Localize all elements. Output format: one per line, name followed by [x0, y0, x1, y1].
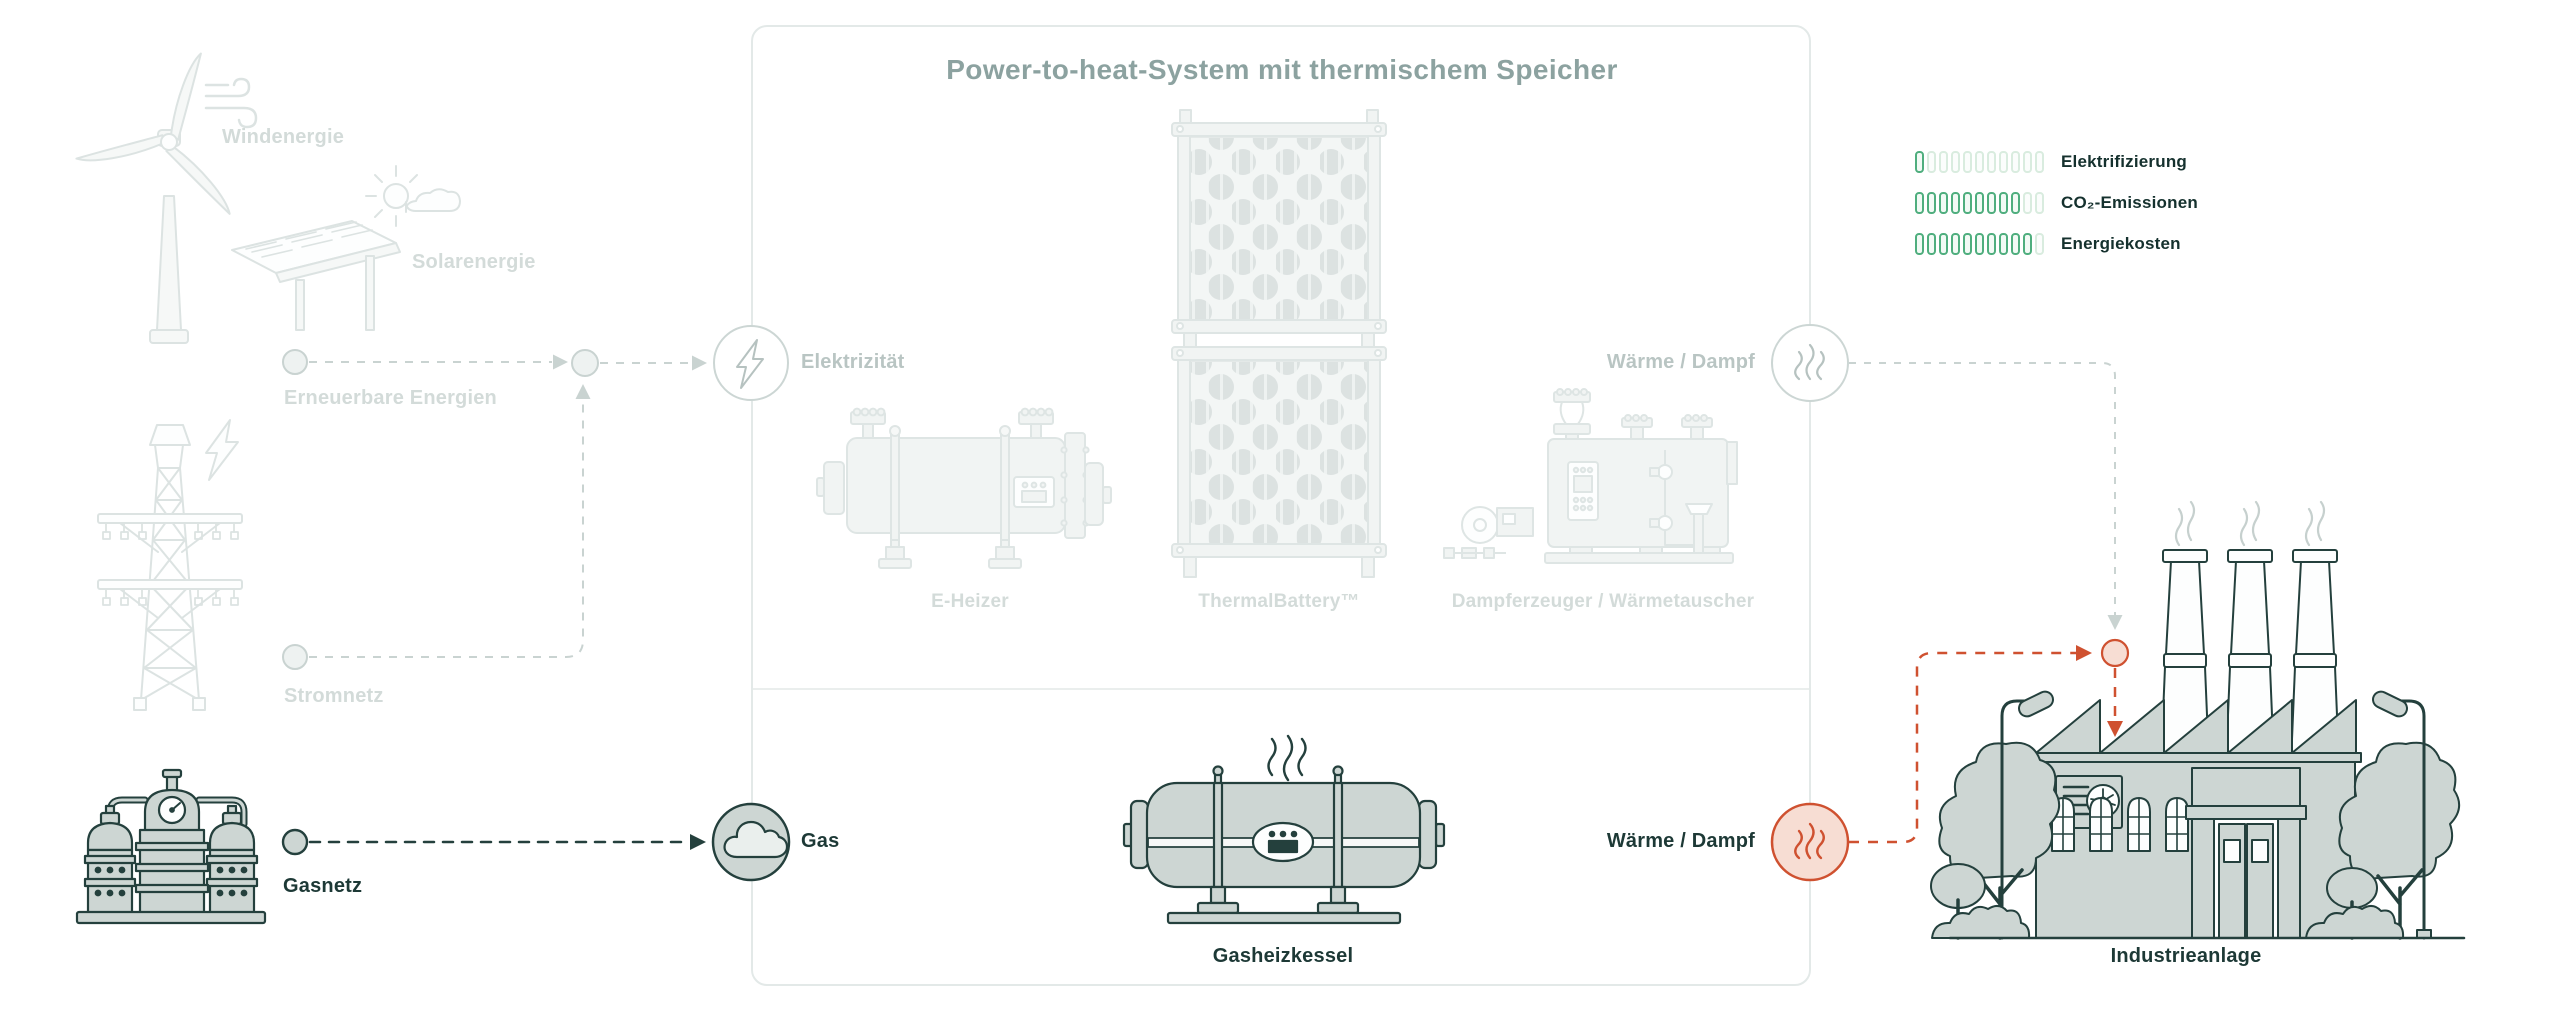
legend-bar-segment: [1975, 233, 1984, 255]
steam-generator-label: Dampferzeuger / Wärmetauscher: [1451, 591, 1755, 612]
legend-bar-segment: [1915, 233, 1924, 255]
junction-node: [571, 349, 599, 377]
legend-bar-segment: [2035, 233, 2044, 255]
legend-bar-segment: [1963, 233, 1972, 255]
legend-bar-segment: [2011, 151, 2020, 173]
legend-bar-segment: [1915, 192, 1924, 214]
heat-icon-top: [1771, 324, 1849, 402]
lightning-icon: [205, 419, 239, 481]
gas-network-illustration: [75, 768, 267, 925]
legend-bar-segment: [2035, 151, 2044, 173]
heat-label-bottom: Wärme / Dampf: [1606, 830, 1755, 852]
legend-bar-segment: [2023, 233, 2032, 255]
legend-bar-segment: [1999, 192, 2008, 214]
legend-bar-segment: [1987, 192, 1996, 214]
gas-flow-arrow: [690, 834, 706, 850]
legend-bar-segment: [1951, 192, 1960, 214]
diagram-title: Power-to-heat-System mit thermischem Spe…: [946, 54, 1618, 85]
legend-bar-segment: [1951, 233, 1960, 255]
eheater-illustration: [816, 407, 1112, 569]
legend-bar-segment: [1963, 192, 1972, 214]
renewables-node: [282, 349, 308, 375]
legend-bar-segment: [1975, 192, 1984, 214]
legend-bar-segment: [1987, 151, 1996, 173]
inactive-flow-nodes: [282, 349, 599, 670]
steam-generator-illustration: [1443, 388, 1738, 564]
legend-bar-segment: [1927, 233, 1936, 255]
legend-row: Elektrifizierung: [1915, 151, 2198, 173]
power-tower-illustration: [97, 424, 243, 711]
sun-cloud-icon: [365, 165, 461, 227]
tree-icon: [2326, 741, 2461, 940]
legend-label: CO₂-Emissionen: [2061, 193, 2198, 212]
grid-node: [282, 644, 308, 670]
gas-network-node: [281, 828, 309, 856]
legend-bar-segment: [2011, 233, 2020, 255]
wind-icon: [204, 77, 258, 129]
legend-bar-segment: [1915, 151, 1924, 173]
tree-icon: [1930, 741, 2061, 940]
legend-row: CO₂-Emissionen: [1915, 192, 2198, 214]
legend-row: Energiekosten: [1915, 233, 2198, 255]
gas-network-label: Gasnetz: [283, 875, 363, 897]
legend-bar-segment: [1927, 192, 1936, 214]
gas-boiler-label: Gasheizkessel: [1212, 945, 1354, 967]
heat-flow-arrow-right: [2076, 645, 2092, 661]
factory-illustration: [1930, 500, 2466, 940]
inactive-flow-arrows: [553, 354, 2123, 630]
legend-bar-segment: [1999, 151, 2008, 173]
electricity-label: Elektrizität: [801, 351, 905, 373]
legend-bar-segment: [2011, 192, 2020, 214]
legend-bar-segment: [2023, 151, 2032, 173]
renewables-label: Erneuerbare Energien: [284, 387, 497, 409]
factory-label: Industrieanlage: [2110, 945, 2262, 967]
system-box-divider: [753, 688, 1809, 690]
heat-flow-arrow-down: [2107, 721, 2123, 737]
legend-bar-segment: [1927, 151, 1936, 173]
legend-bar-segment: [2023, 192, 2032, 214]
heat-junction-node: [2100, 638, 2130, 668]
heat-flow-red: [1770, 638, 2130, 882]
grid-label: Stromnetz: [284, 685, 384, 707]
eheater-label: E-Heizer: [931, 591, 1009, 612]
legend-bar-segment: [1975, 151, 1984, 173]
legend-bar-segment: [1963, 151, 1972, 173]
legend-bar-segment: [1939, 151, 1948, 173]
wind-label: Windenergie: [222, 126, 345, 148]
legend-label: Energiekosten: [2061, 234, 2181, 253]
legend-bar-segment: [1951, 151, 1960, 173]
legend-label: Elektrifizierung: [2061, 152, 2188, 171]
street-lamp-icon: [2372, 690, 2432, 940]
solar-panel-illustration: [231, 220, 401, 331]
heat-flow-path-red: [1849, 651, 2076, 844]
legend-bar-segment: [1939, 192, 1948, 214]
thermal-battery-illustration: [1171, 109, 1387, 578]
gas-boiler-illustration: [1122, 734, 1446, 925]
legend-bar-segment: [1939, 233, 1948, 255]
legend-bar-segment: [1987, 233, 1996, 255]
thermal-battery-label: ThermalBattery™: [1198, 591, 1360, 612]
wind-turbine-illustration: [75, 52, 231, 344]
solar-label: Solarenergie: [412, 251, 536, 273]
smoke-icon: [2174, 500, 2326, 547]
gas-label: Gas: [801, 830, 840, 852]
gas-icon: [711, 802, 791, 882]
heat-label-top: Wärme / Dampf: [1606, 351, 1755, 373]
legend-bar-segment: [1999, 233, 2008, 255]
legend-bar-segment: [2035, 192, 2044, 214]
inactive-flow-lines: [309, 361, 2116, 658]
electricity-icon: [713, 325, 789, 401]
